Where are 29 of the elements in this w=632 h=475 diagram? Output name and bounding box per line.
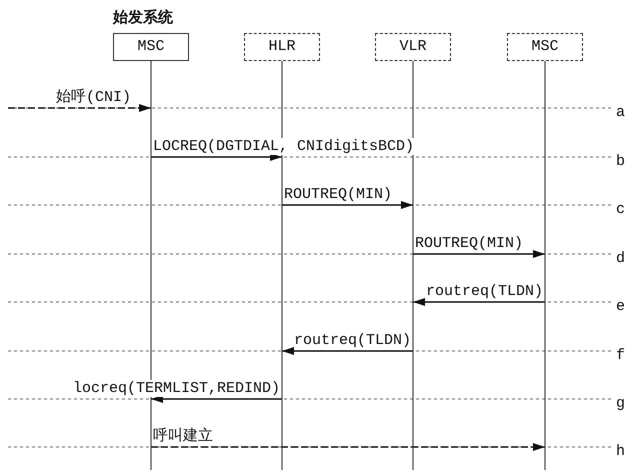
message-arrow: [151, 153, 282, 161]
message-arrow: [151, 443, 545, 451]
row-letter: b: [616, 153, 626, 170]
message-arrow: [413, 250, 545, 258]
message-arrow: [413, 298, 545, 306]
row-letter: d: [616, 250, 626, 267]
message-arrow: [282, 201, 413, 209]
row-letter: c: [616, 201, 626, 218]
participant-box: MSC: [507, 33, 583, 61]
message-label: ROUTREQ(MIN): [284, 186, 392, 203]
participant-box: VLR: [375, 33, 451, 61]
participant-box: HLR: [244, 33, 320, 61]
participant-box: MSC: [113, 33, 189, 61]
message-label: LOCREQ(DGTDIAL, CNIdigitsBCD): [153, 138, 414, 155]
message-label: locreq(TERMLIST,REDIND): [73, 380, 280, 397]
row-letter: f: [616, 347, 626, 364]
message-label: 呼叫建立: [153, 428, 213, 445]
row-letter: a: [616, 104, 626, 121]
row-letter: g: [616, 395, 626, 412]
message-label: routreq(TLDN): [294, 332, 412, 349]
row-letter: h: [616, 443, 626, 460]
message-label: 始呼(CNI): [56, 89, 132, 106]
message-label: routreq(TLDN): [426, 283, 544, 300]
message-arrow: [8, 104, 151, 112]
message-arrow: [151, 395, 282, 403]
system-heading: 始发系统: [113, 9, 173, 26]
message-arrow: [282, 347, 413, 355]
row-letter: e: [616, 298, 626, 315]
message-label: ROUTREQ(MIN): [415, 235, 524, 252]
